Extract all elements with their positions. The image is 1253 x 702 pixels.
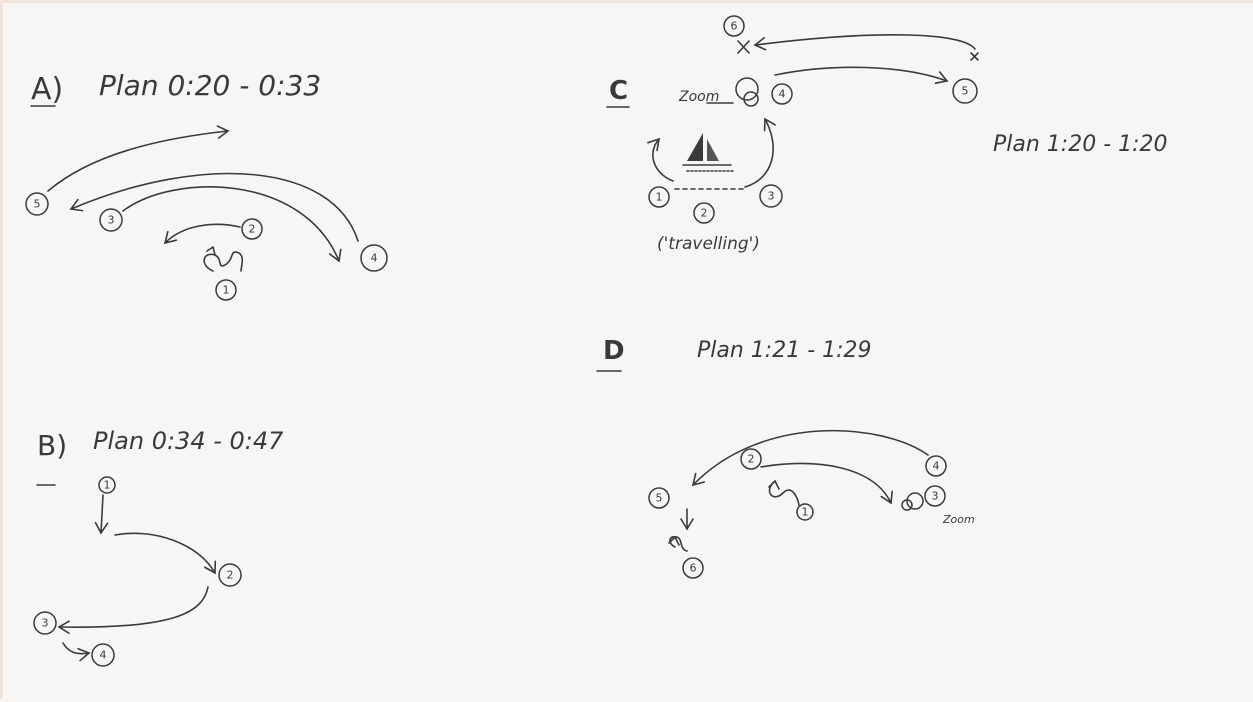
section-d-arrow-4-to-5: [691, 429, 929, 487]
section-b: B) Plan 0:34 - 0:47 1 2 3 4: [33, 427, 284, 667]
svg-text:5: 5: [656, 492, 663, 505]
section-b-arrow-3-to-4: [62, 642, 91, 662]
section-d-node-2: 2: [740, 448, 762, 470]
section-c: C Plan 1:20 - 1:20 6 Zoom 4 5: [606, 15, 1168, 254]
section-c-arrow-4-to-5: [774, 66, 949, 85]
section-d-node-1: 1: [796, 503, 814, 521]
section-b-arrow-1-down: [94, 494, 109, 535]
section-b-node-4: 4: [91, 643, 115, 667]
section-d-camera-icon: [901, 492, 924, 511]
section-d-title: Plan 1:21 - 1:29: [697, 338, 872, 363]
section-c-x-mark-left: [737, 40, 750, 54]
section-c-label: C: [609, 76, 628, 106]
section-a-label: A): [31, 72, 63, 107]
svg-text:4: 4: [779, 88, 786, 101]
svg-text:1: 1: [223, 284, 230, 297]
svg-text:5: 5: [962, 85, 969, 98]
section-c-arrow-to-6: [753, 34, 976, 51]
section-a-arrow-2: [163, 223, 241, 245]
section-a-node-4: 4: [360, 244, 388, 272]
section-a-title: Plan 0:20 - 0:33: [99, 69, 321, 102]
section-c-arrow-left-up: [647, 137, 674, 182]
section-c-camera-icon: [735, 77, 759, 107]
svg-text:3: 3: [932, 490, 939, 503]
section-d-label: D: [603, 336, 625, 366]
section-c-node-1: 1: [648, 186, 670, 208]
section-a-node-1: 1: [215, 279, 237, 301]
section-d-arrow-1-head: [768, 480, 780, 490]
section-a-arrow-1-squiggle: [203, 251, 244, 272]
section-b-node-1: 1: [98, 476, 116, 494]
section-b-title: Plan 0:34 - 0:47: [93, 427, 284, 455]
svg-text:4: 4: [933, 460, 940, 473]
section-d-arrow-6-squiggle: [669, 535, 688, 552]
svg-text:2: 2: [701, 207, 708, 220]
svg-text:2: 2: [748, 453, 755, 466]
section-c-travelling-label: ('travelling'): [657, 234, 760, 254]
svg-text:1: 1: [104, 479, 111, 492]
section-c-node-6: 6: [723, 15, 745, 37]
section-a-arrow-4-to-5: [69, 172, 359, 242]
section-c-node-4: 4: [771, 83, 793, 105]
svg-text:4: 4: [371, 252, 378, 265]
svg-text:6: 6: [690, 562, 697, 575]
section-c-arrow-right-up: [744, 117, 776, 188]
section-d-arrow-1-squiggle: [768, 480, 800, 506]
section-d-node-4: 4: [925, 455, 947, 477]
section-b-label: B): [37, 429, 67, 462]
svg-text:2: 2: [227, 569, 234, 582]
section-d-node-6: 6: [682, 557, 704, 579]
svg-text:2: 2: [249, 223, 256, 236]
section-a-arrow-3-to-4: [122, 186, 342, 263]
svg-text:3: 3: [768, 190, 775, 203]
section-c-node-3: 3: [759, 184, 783, 208]
section-d: D Plan 1:21 - 1:29 5 2 4 3 Zoom 1: [596, 336, 975, 579]
section-b-arrow-to-2: [114, 532, 217, 575]
section-a-node-5: 5: [25, 192, 49, 216]
section-a-arrow-5: [47, 125, 230, 192]
section-d-arrow-6-head: [668, 536, 680, 546]
section-a: A) Plan 0:20 - 0:33 5 3 2 1 4: [25, 69, 388, 301]
section-b-node-2: 2: [218, 563, 242, 587]
section-c-node-2: 2: [693, 202, 715, 224]
section-b-node-3: 3: [33, 611, 57, 635]
sketch-canvas: A) Plan 0:20 - 0:33 5 3 2 1 4: [25, 15, 1168, 667]
section-c-zoom-label: Zoom: [678, 89, 719, 105]
section-b-arrow-2-to-3: [57, 586, 209, 634]
section-c-node-5: 5: [952, 78, 978, 104]
section-c-boat-icon: [682, 133, 736, 172]
svg-text:3: 3: [42, 617, 49, 630]
section-a-arrow-1-head: [206, 246, 216, 256]
section-d-zoom-label: Zoom: [942, 513, 975, 526]
section-a-node-2: 2: [241, 218, 263, 240]
svg-text:4: 4: [100, 649, 107, 662]
section-d-node-5: 5: [648, 487, 670, 509]
section-d-arrow-2-to-3: [760, 462, 893, 505]
svg-text:3: 3: [108, 214, 115, 227]
section-d-node-3: 3: [924, 485, 946, 507]
svg-text:5: 5: [34, 198, 41, 211]
section-a-node-3: 3: [99, 208, 123, 232]
svg-text:6: 6: [731, 20, 738, 33]
svg-text:1: 1: [656, 191, 663, 204]
section-c-title: Plan 1:20 - 1:20: [993, 132, 1168, 157]
section-c-x-mark-right: [970, 52, 979, 61]
svg-text:1: 1: [802, 506, 809, 519]
